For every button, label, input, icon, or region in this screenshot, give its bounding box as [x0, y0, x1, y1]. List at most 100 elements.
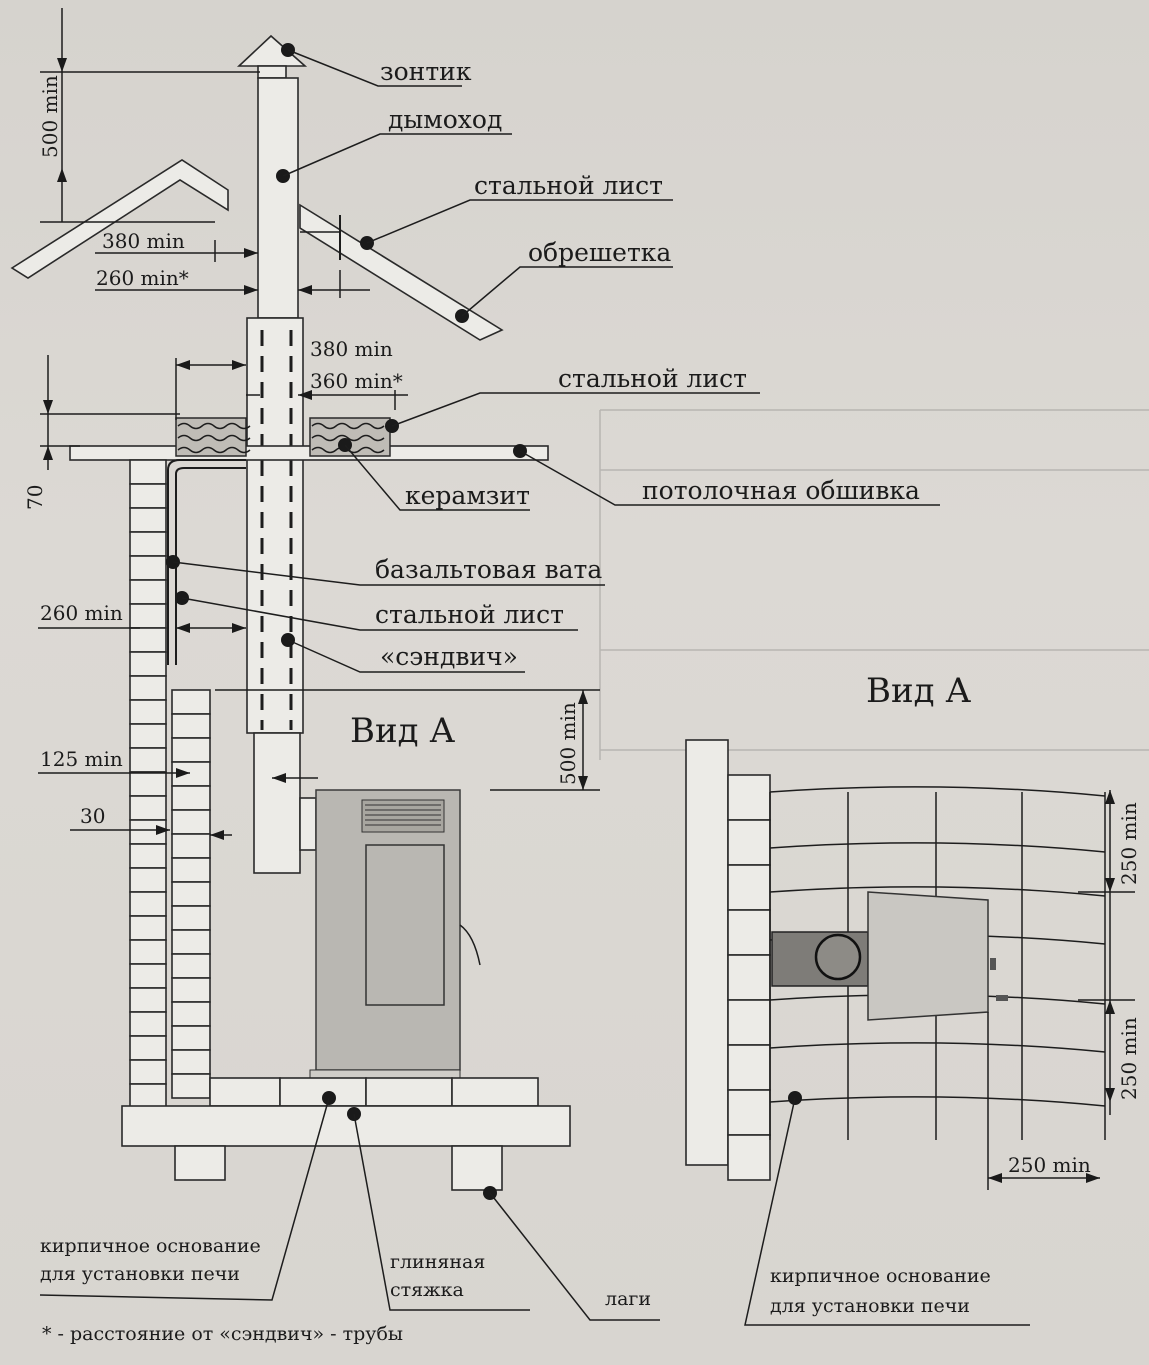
- label-clay-screed-1: глиняная: [390, 1251, 485, 1273]
- wall-brick: [129, 579, 167, 605]
- dim-70: 70: [23, 485, 47, 510]
- umbrella-cap: [236, 34, 308, 67]
- dim-380-roof: 380 min: [102, 229, 185, 253]
- dim-380-ceiling: 380 min: [310, 337, 393, 361]
- wall-brick: [129, 507, 167, 533]
- wall-brick: [129, 627, 167, 653]
- label-brick-base-left-1: кирпичное основание: [40, 1235, 261, 1257]
- label-steel-sheet-mid: стальной лист: [558, 364, 747, 393]
- wall-brick: [129, 459, 167, 485]
- label-brick-base-right-1: кирпичное основание: [770, 1265, 991, 1287]
- dim-250-upper: 250 min: [1117, 802, 1141, 885]
- brick-wall-inner: [171, 689, 211, 1099]
- wall-brick: [171, 761, 211, 787]
- wall-brick: [171, 785, 211, 811]
- brick-wall-left: [129, 459, 167, 1109]
- base-brick: [365, 1077, 453, 1107]
- dim-500-top: 500 min: [38, 75, 62, 158]
- wall-brick: [129, 675, 167, 701]
- wall-brick: [171, 737, 211, 763]
- wall-brick: [129, 771, 167, 797]
- wall-brick: [171, 1001, 211, 1027]
- wall-brick: [129, 651, 167, 677]
- wall-brick: [171, 857, 211, 883]
- dim-500-bottom: 500 min: [556, 702, 580, 785]
- label-ceiling-lining: потолочная обшивка: [642, 476, 920, 505]
- wall-brick: [129, 987, 167, 1013]
- dim-260-wall: 260 min: [40, 601, 123, 625]
- wall-brick: [171, 809, 211, 835]
- wall-brick: [129, 483, 167, 509]
- label-view-a-right: Вид А: [866, 671, 971, 711]
- base-brick: [209, 1077, 281, 1107]
- wall-brick: [129, 531, 167, 557]
- wall-brick: [171, 833, 211, 859]
- wall-brick: [171, 929, 211, 955]
- label-steel-sheet-top: стальной лист: [474, 171, 663, 200]
- dim-30: 30: [80, 804, 105, 828]
- wall-brick: [129, 1059, 167, 1085]
- label-brick-base-left-2: для установки печи: [40, 1263, 240, 1285]
- dim-260-roof: 260 min*: [96, 266, 189, 290]
- label-basalt-wool: базальтовая вата: [375, 555, 602, 584]
- wall-brick: [171, 881, 211, 907]
- label-umbrella: зонтик: [380, 57, 472, 86]
- wall-brick: [129, 891, 167, 917]
- wall-brick: [129, 1011, 167, 1037]
- base-brick: [451, 1077, 539, 1107]
- wall-brick: [171, 977, 211, 1003]
- wall-brick: [129, 603, 167, 629]
- view-wall-brick: [727, 1044, 771, 1091]
- wall-brick: [129, 1035, 167, 1061]
- wall-brick: [129, 867, 167, 893]
- wall-brick: [129, 939, 167, 965]
- label-clay-screed-2: стяжка: [390, 1279, 464, 1301]
- foundation: [121, 1077, 571, 1191]
- base-brick: [279, 1077, 367, 1107]
- dimension-lines: [38, 8, 1135, 1190]
- wall-brick: [171, 1025, 211, 1051]
- dim-360-ceiling: 360 min*: [310, 369, 403, 393]
- label-chimney: дымоход: [388, 105, 502, 134]
- view-wall-brick: [727, 774, 771, 821]
- chimney: [236, 34, 317, 874]
- wall-brick: [171, 905, 211, 931]
- view-wall-brick: [727, 1089, 771, 1136]
- label-joists: лаги: [605, 1288, 651, 1310]
- label-lathing: обрешетка: [528, 238, 671, 267]
- view-wall-brick: [727, 954, 771, 1001]
- wall-brick: [129, 747, 167, 773]
- view-wall-brick: [727, 1134, 771, 1181]
- wall-brick: [129, 1083, 167, 1109]
- wall-brick: [171, 1049, 211, 1075]
- dimension-labels: 500 min 380 min 260 min* 380 min 360 min…: [23, 75, 1141, 1177]
- wall-brick: [129, 723, 167, 749]
- wall-brick: [129, 795, 167, 821]
- footnote: * - расстояние от «сэндвич» - трубы: [42, 1323, 403, 1345]
- label-brick-base-right-2: для установки печи: [770, 1295, 970, 1317]
- wall-brick: [129, 843, 167, 869]
- text-labels: зонтик дымоход стальной лист обрешетка с…: [40, 57, 991, 1345]
- wall-brick: [129, 699, 167, 725]
- label-view-a-left: Вид А: [350, 711, 455, 751]
- dim-125: 125 min: [40, 747, 123, 771]
- label-sandwich: «сэндвич»: [380, 642, 518, 671]
- view-wall-brick: [727, 819, 771, 866]
- dim-250-lower: 250 min: [1117, 1017, 1141, 1100]
- view-wall-brick: [727, 864, 771, 911]
- wall-brick: [171, 713, 211, 739]
- label-steel-sheet-low: стальной лист: [375, 600, 564, 629]
- wall-brick: [171, 689, 211, 715]
- wall-brick: [171, 1073, 211, 1099]
- view-wall-brick: [727, 999, 771, 1046]
- wall-brick: [129, 915, 167, 941]
- label-expanded-clay: керамзит: [405, 481, 530, 510]
- wall-brick: [171, 953, 211, 979]
- wall-brick: [129, 963, 167, 989]
- stove: [309, 789, 481, 1081]
- view-a-wall: [685, 739, 1106, 1181]
- view-wall-brick: [727, 909, 771, 956]
- wall-brick: [129, 555, 167, 581]
